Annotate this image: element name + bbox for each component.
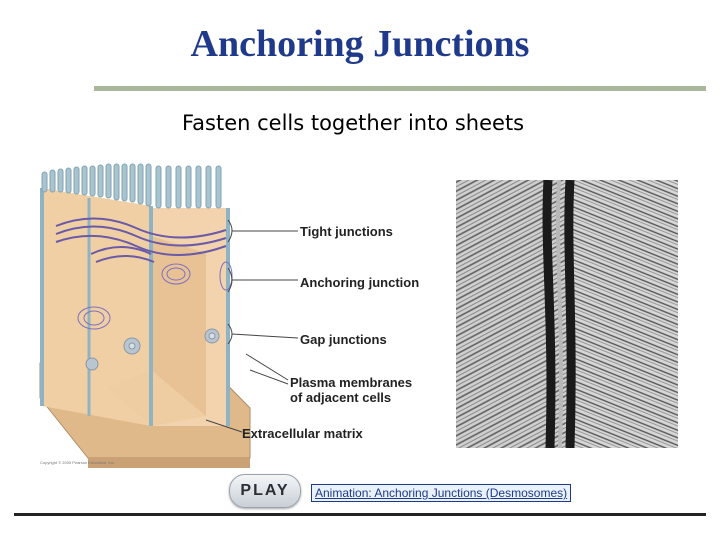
label-gap-junctions: Gap junctions xyxy=(300,332,387,347)
copyright-text: Copyright © 2005 Pearson Education, Inc. xyxy=(40,460,115,465)
label-tight-junctions: Tight junctions xyxy=(300,224,393,239)
label-anchoring-junction: Anchoring junction xyxy=(300,275,420,290)
label-plasma-membranes: Plasma membranes xyxy=(290,375,413,390)
bottom-divider xyxy=(14,513,706,516)
slide-title: Anchoring Junctions xyxy=(190,23,530,65)
slide-subtitle: Fasten cells together into sheets xyxy=(182,111,525,135)
label-adjacent-cells: of adjacent cells xyxy=(290,390,392,405)
animation-link[interactable]: Animation: Anchoring Junctions (Desmosom… xyxy=(311,484,572,502)
desmosome-micrograph xyxy=(456,180,678,448)
cell-junction-diagram xyxy=(39,163,299,468)
play-button[interactable]: PLAY xyxy=(229,474,301,508)
label-extracellular-matrix: Extracellular matrix xyxy=(242,426,363,441)
title-underline xyxy=(94,86,706,91)
